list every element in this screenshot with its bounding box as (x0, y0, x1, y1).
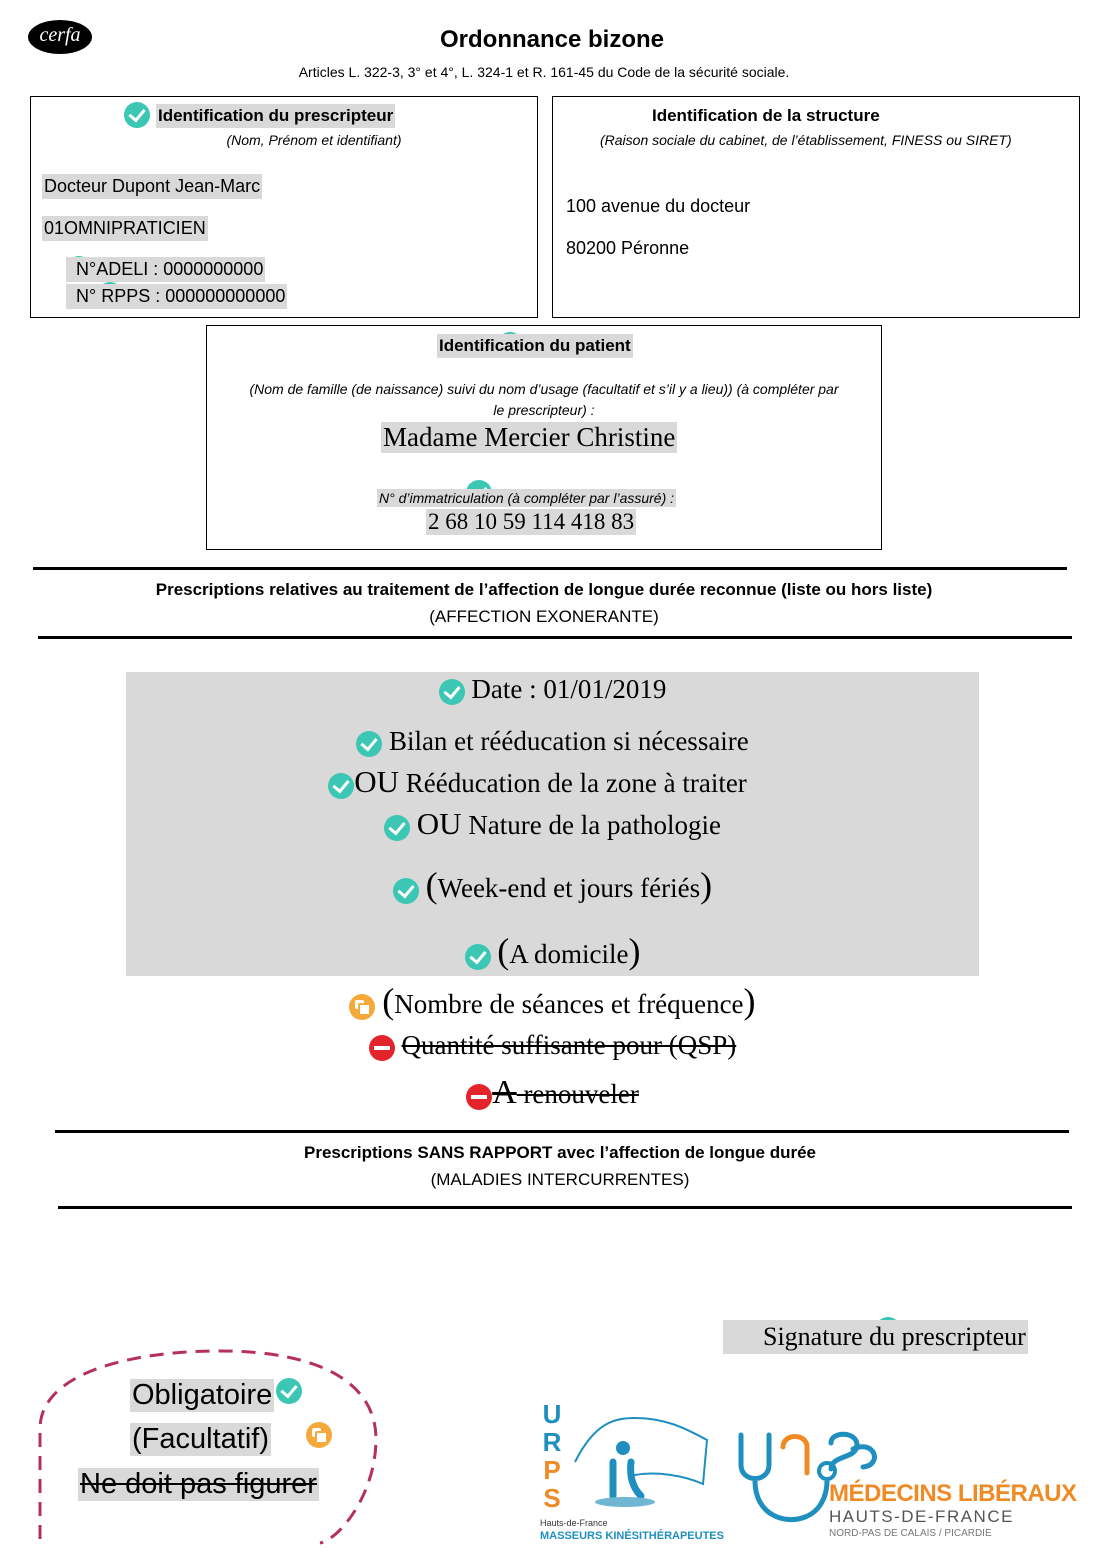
prescription-line-qsp: Quantité suffisante pour (QSP) (126, 1030, 979, 1061)
ou-text: OU (416, 806, 462, 841)
paren-close: ) (700, 865, 713, 905)
forbidden-icon (466, 1083, 493, 1110)
renouveler-a: A (492, 1074, 517, 1111)
prescriber-note: (Nom, Prénom et identifiant) (226, 132, 402, 148)
renouveler-text: renouveler (516, 1079, 639, 1109)
mandatory-icon (356, 730, 383, 757)
ou-text: OU (354, 764, 399, 799)
urps-ml-line-3: NORD-PAS DE CALAIS / PICARDIE (829, 1528, 992, 1539)
patient-name: Madame Mercier Christine (381, 422, 678, 453)
date-text: Date : 01/01/2019 (471, 674, 667, 704)
prescription-line-pathologie: OU Nature de la pathologie (126, 806, 979, 842)
prescription-line-bilan: Bilan et rééducation si nécessaire (126, 726, 979, 757)
prescription-line-weekend: (Week-end et jours fériés) (126, 864, 979, 906)
urps-mk-letter-r: R (542, 1427, 562, 1457)
prescriber-heading: Identification du prescripteur (156, 104, 396, 128)
divider (38, 636, 1072, 639)
urps-ml-line-2: HAUTS-DE-FRANCE (829, 1507, 1014, 1526)
pathologie-text: Nature de la pathologie (461, 810, 721, 840)
cerfa-logo-text: cerfa (39, 24, 81, 46)
divider (58, 1206, 1072, 1209)
urps-mk-name: MASSEURS KINÉSITHÉRAPEUTES (540, 1530, 724, 1542)
paren-open: ( (497, 931, 510, 971)
prescriber-box (30, 96, 538, 318)
seances-text: Nombre de séances et fréquence (394, 989, 744, 1019)
cerfa-logo (28, 20, 92, 54)
other-section-subtitle: (MALADIES INTERCURRENTES) (430, 1170, 690, 1189)
legend-mandatory: Obligatoire (130, 1379, 275, 1412)
prescriber-rpps: N° RPPS : 000000000000 (66, 284, 288, 309)
urps-mk-letter-p: P (543, 1455, 561, 1485)
zone-text: Rééducation de la zone à traiter (398, 768, 747, 798)
legend-forbidden: Ne doit pas figurer (78, 1468, 319, 1501)
weekend-text: Week-end et jours fériés (437, 873, 701, 903)
urps-mk-region: Hauts-de-France (540, 1518, 608, 1528)
structure-address-1: 100 avenue du docteur (566, 196, 751, 216)
prescription-date: Date : 01/01/2019 (126, 674, 979, 705)
structure-note: (Raison sociale du cabinet, de l’établis… (600, 132, 1012, 148)
prescription-line-renouveler: A renouveler (126, 1074, 979, 1112)
paren-open: ( (382, 981, 395, 1021)
patient-box (206, 325, 882, 550)
prescription-line-zone: OU Rééducation de la zone à traiter (126, 764, 979, 800)
optional-icon (306, 1422, 333, 1448)
optional-icon (349, 993, 376, 1020)
legend-optional: (Facultatif) (130, 1423, 271, 1456)
prescriber-adeli: N°ADELI : 0000000000 (66, 257, 266, 282)
patient-heading: Identification du patient (437, 334, 633, 358)
legend-ellipse (38, 1349, 378, 1545)
urps-mk-letter-u: U (542, 1399, 562, 1429)
prescription-line-seances: (Nombre de séances et fréquence) (126, 980, 979, 1022)
mandatory-icon (275, 1378, 302, 1404)
mandatory-icon (464, 943, 491, 970)
domicile-text: A domicile (509, 939, 629, 969)
urps-mk-letter-s: S (543, 1483, 561, 1513)
paren-close: ) (628, 931, 641, 971)
patient-note-1: (Nom de famille (de naissance) suivi du … (249, 381, 839, 397)
mandatory-icon (124, 102, 150, 128)
mandatory-icon (328, 772, 355, 799)
prescriber-name: Docteur Dupont Jean-Marc (42, 174, 263, 199)
urps-ml-logo (738, 1431, 877, 1523)
patient-note-2: le prescripteur) : (493, 402, 595, 418)
divider (33, 567, 1067, 570)
urps-ml-line-1: MÉDECINS LIBÉRAUX (829, 1480, 1077, 1507)
page-title: Ordonnance bizone (439, 26, 664, 53)
forbidden-icon (368, 1034, 395, 1061)
urps-mk-logo (574, 1416, 709, 1507)
paren-open: ( (425, 865, 438, 905)
patient-immat-number: 2 68 10 59 114 418 83 (426, 509, 637, 535)
signature-label: Signature du prescripteur (723, 1320, 1028, 1354)
mandatory-icon (438, 678, 465, 705)
structure-box (552, 96, 1080, 318)
qsp-text: Quantité suffisante pour (QSP) (401, 1030, 737, 1060)
prescriber-specialty: 01OMNIPRATICIEN (42, 216, 208, 241)
ald-section-title: Prescriptions relatives au traitement de… (155, 580, 933, 599)
bilan-text: Bilan et rééducation si nécessaire (388, 726, 749, 756)
mandatory-icon (392, 877, 419, 904)
divider (55, 1130, 1069, 1133)
prescription-line-domicile: (A domicile) (126, 930, 979, 972)
structure-address-2: 80200 Péronne (566, 238, 690, 258)
prescription-block (126, 672, 979, 976)
page-subtitle: Articles L. 322-3, 3° et 4°, L. 324-1 et… (298, 64, 790, 80)
paren-close: ) (743, 981, 756, 1021)
mandatory-icon (384, 814, 411, 841)
structure-heading: Identification de la structure (652, 106, 880, 125)
ald-section-subtitle: (AFFECTION EXONERANTE) (429, 607, 659, 626)
other-section-title: Prescriptions SANS RAPPORT avec l’affect… (303, 1143, 816, 1162)
patient-immat-label: N° d’immatriculation (à compléter par l’… (377, 489, 677, 507)
